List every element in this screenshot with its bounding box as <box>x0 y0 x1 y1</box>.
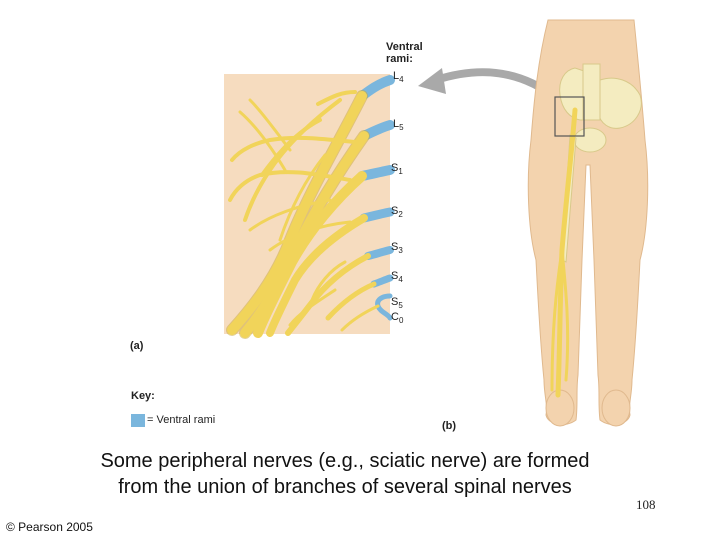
copyright-notice: © Pearson 2005 <box>6 520 93 534</box>
plexus-nerves <box>226 90 380 339</box>
caption-line-1: Some peripheral nerves (e.g., sciatic ne… <box>100 450 590 472</box>
caption-line-2: from the union of branches of several sp… <box>118 476 572 498</box>
nerve-label-s4: S4 <box>391 270 403 285</box>
nerve-label-s1: S1 <box>391 162 403 177</box>
key-title: Key: <box>131 390 155 402</box>
ventral-rami-label: Ventral rami: <box>386 41 423 65</box>
body-back-view <box>527 19 649 427</box>
highlight-box <box>554 96 585 137</box>
key-item-label: = Ventral rami <box>147 414 216 426</box>
slide-caption: Some peripheral nerves (e.g., sciatic ne… <box>40 448 650 500</box>
nerve-label-c0: C0 <box>391 311 404 326</box>
nerve-label-s5: S5 <box>391 296 403 311</box>
panel-b-label: (b) <box>442 420 457 432</box>
panel-a-label: (a) <box>130 340 144 352</box>
nerve-label-l4: L4 <box>393 70 404 85</box>
nerve-label-l5: L5 <box>393 118 404 133</box>
nerve-label-s2: S2 <box>391 205 403 220</box>
key-swatch <box>131 414 145 427</box>
ventral-rami-label-line1: Ventral <box>386 41 423 53</box>
ventral-rami-label-line2: rami: <box>386 53 413 65</box>
slide-number: 108 <box>636 497 656 512</box>
nerve-label-s3: S3 <box>391 241 403 256</box>
